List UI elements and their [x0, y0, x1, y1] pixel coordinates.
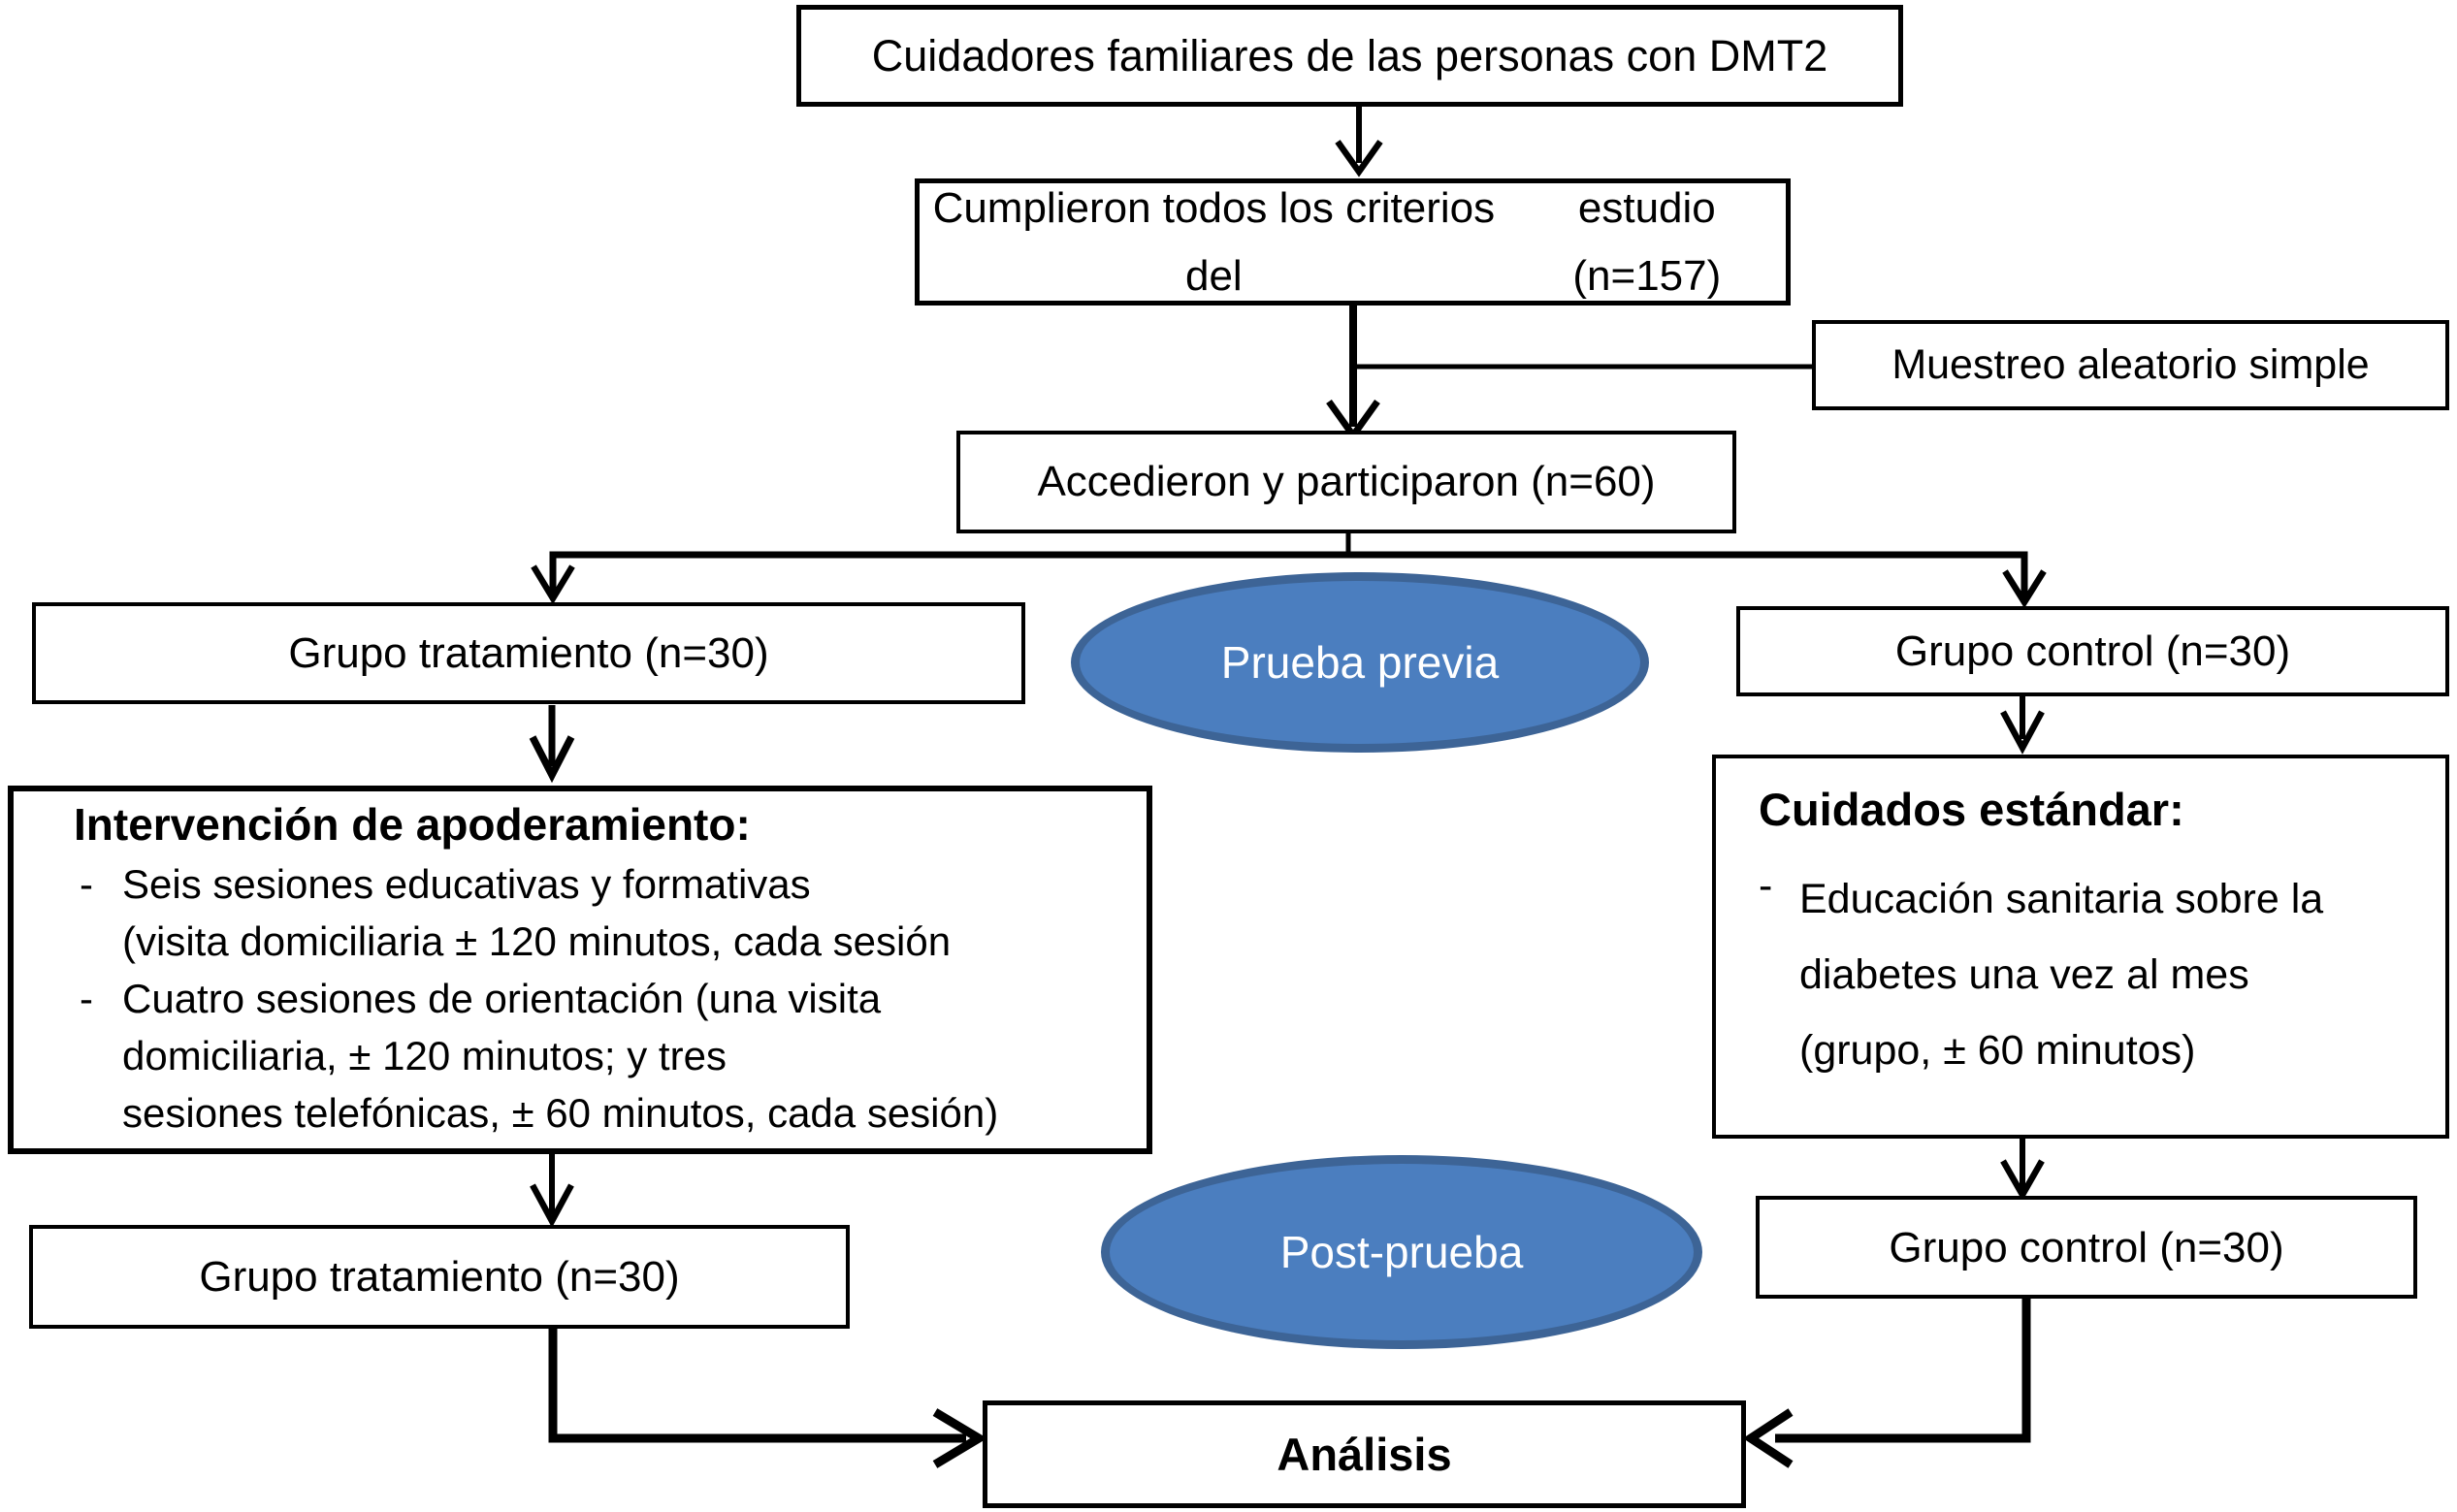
node-cumplieron-line1: Cumplieron todos los criterios del: [932, 183, 1496, 300]
node-cuidadores-familiares: Cuidadores familiares de las personas co…: [796, 5, 1903, 107]
cuidados-bullet-1: - Educación sanitaria sobre la: [1759, 861, 2434, 937]
arrowhead-down-grupo-ctrl-2: [2000, 1159, 2045, 1202]
node-intervencion-apoderamiento: Intervención de apoderamiento: - Seis se…: [8, 786, 1152, 1154]
arrowhead-right-analisis: [932, 1408, 987, 1468]
intervencion-bullet-1: - Seis sesiones educativas y formativas: [74, 855, 1133, 913]
node-cumplieron-criterios: Cumplieron todos los criterios del estud…: [915, 178, 1791, 306]
arrowhead-down-grupo-trat-1: [531, 564, 575, 605]
arrowhead-down-cuidados: [2000, 710, 2045, 755]
arrowhead-down-cumplieron: [1335, 140, 1383, 177]
branch-line: [549, 551, 2028, 598]
node-accedieron-participaron: Accedieron y participaron (n=60): [956, 431, 1736, 533]
bullet-dash: -: [80, 976, 93, 1021]
intervencion-bullet-2-line-3: sesiones telefónicas, ± 60 minutos, cada…: [122, 1090, 999, 1136]
node-cuidadores-label: Cuidadores familiares de las personas co…: [871, 30, 1828, 80]
ellipse-prueba-previa: Prueba previa: [1071, 572, 1649, 753]
elbow-gt2-analisis: [548, 1329, 966, 1443]
node-analisis: Análisis: [983, 1400, 1746, 1508]
ellipse-prueba-previa-label: Prueba previa: [1220, 637, 1500, 688]
bullet-dash: -: [1759, 862, 1773, 909]
node-muestreo-label: Muestreo aleatorio simple: [1891, 341, 2370, 388]
node-grupo-tratamiento-1: Grupo tratamiento (n=30): [32, 602, 1025, 704]
arrowhead-down-grupo-ctrl-1: [2002, 569, 2047, 609]
node-grupo-control-1-label: Grupo control (n=30): [1894, 627, 2291, 675]
arrowhead-down-intervencion: [529, 735, 575, 784]
cuidados-bullet-1-line-1: Educación sanitaria sobre la: [1799, 876, 2324, 922]
cuidados-bullet-1-line-2: diabetes una vez al mes: [1799, 951, 2249, 998]
node-grupo-control-1: Grupo control (n=30): [1736, 606, 2449, 696]
intervencion-bullet-1-line-1: Seis sesiones educativas y formativas: [122, 861, 811, 907]
node-grupo-control-2-label: Grupo control (n=30): [1889, 1223, 2284, 1271]
node-accedieron-label: Accedieron y participaron (n=60): [1037, 458, 1656, 505]
intervencion-bullet-2-line-2: domiciliaria, ± 120 minutos; y tres: [122, 1033, 727, 1078]
node-cumplieron-line2: estudio (n=157): [1572, 183, 1722, 300]
ellipse-post-prueba-label: Post-prueba: [1279, 1227, 1524, 1277]
node-cuidados-estandar: Cuidados estándar: - Educación sanitaria…: [1712, 755, 2449, 1139]
node-muestreo-aleatorio: Muestreo aleatorio simple: [1812, 320, 2449, 410]
elbow-gc2-analisis: [1775, 1299, 2031, 1443]
node-grupo-tratamiento-2-label: Grupo tratamiento (n=30): [199, 1253, 680, 1301]
cuidados-title: Cuidados estándar:: [1759, 784, 2184, 835]
node-grupo-control-2: Grupo control (n=30): [1756, 1196, 2417, 1299]
intervencion-bullet-2: - Cuatro sesiones de orientación (una vi…: [74, 970, 1133, 1027]
bullet-dash: -: [80, 861, 93, 907]
node-grupo-tratamiento-1-label: Grupo tratamiento (n=30): [288, 629, 769, 677]
node-grupo-tratamiento-2: Grupo tratamiento (n=30): [29, 1225, 850, 1329]
intervencion-title: Intervención de apoderamiento:: [74, 799, 751, 850]
arrowhead-down-grupo-trat-2: [530, 1183, 574, 1228]
ellipse-post-prueba: Post-prueba: [1101, 1155, 1702, 1349]
cuidados-bullet-1-line-3: (grupo, ± 60 minutos): [1799, 1027, 2196, 1074]
intervencion-bullet-2-line-1: Cuatro sesiones de orientación (una visi…: [122, 976, 882, 1021]
intervencion-bullet-1-line-2: (visita domiciliaria ± 120 minutos, cada…: [122, 918, 952, 964]
node-analisis-label: Análisis: [1277, 1429, 1452, 1480]
arrowhead-left-analisis: [1742, 1408, 1794, 1468]
